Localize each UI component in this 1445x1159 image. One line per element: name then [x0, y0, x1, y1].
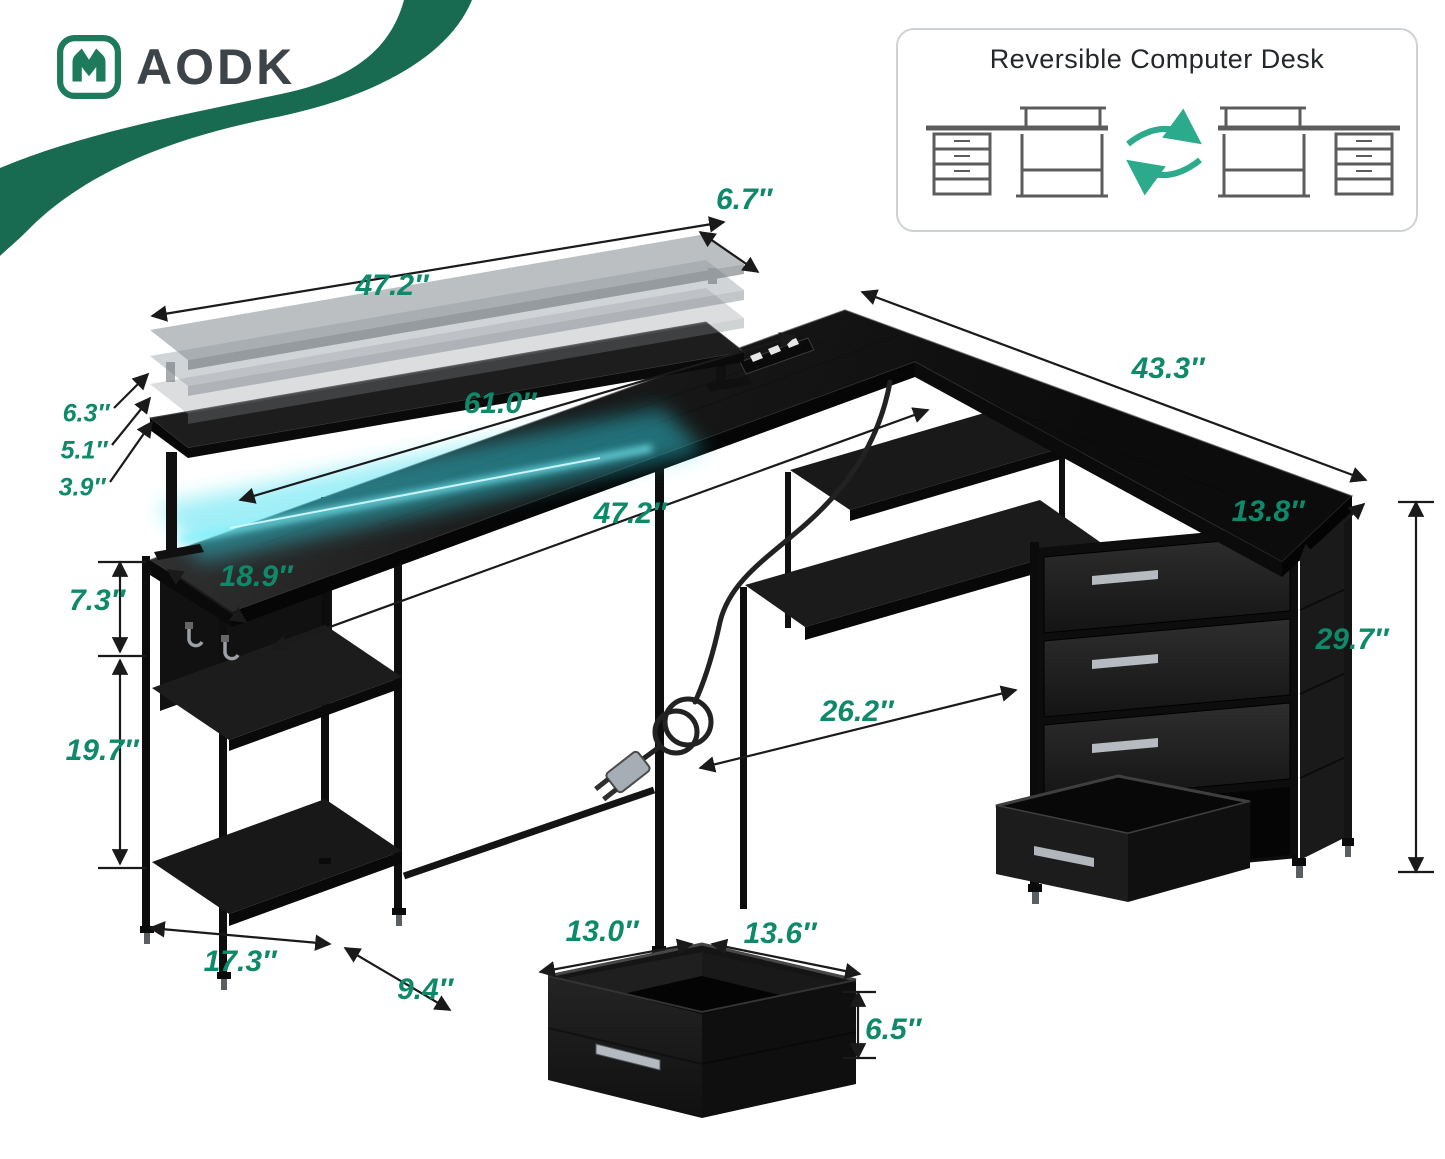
dim-main-desk-length: 61.0″ — [463, 387, 537, 420]
power-plug — [594, 750, 651, 802]
info-box-title: Reversible Computer Desk — [989, 44, 1325, 74]
swap-arrows-icon — [1126, 108, 1202, 196]
dim-upper-shelf-gap: 7.3″ — [68, 584, 126, 617]
dim-shelf-length: 47.2″ — [355, 269, 429, 302]
brand-logo-text: AODK — [136, 39, 296, 95]
dim-drawer-tower-height: 29.7″ — [1315, 623, 1389, 656]
mini-desk-right — [1218, 108, 1400, 196]
dim-corner-shelf-length: 26.2″ — [820, 695, 894, 728]
open-drawer — [995, 774, 1251, 902]
mini-desk-left — [926, 108, 1108, 196]
dim-right-desk-length: 43.3″ — [1131, 352, 1205, 385]
brand-swoosh — [0, 0, 472, 256]
dim-lower-shelf-gap: 19.7″ — [65, 734, 139, 767]
dim-left-shelf-width: 17.3″ — [203, 945, 277, 978]
dim-riser-height-mid: 5.1″ — [60, 436, 108, 465]
dim-drawer-depth: 13.6″ — [743, 917, 817, 950]
drawer-tower — [1028, 498, 1354, 904]
dim-left-shelf-depth: 9.4″ — [396, 973, 454, 1006]
dim-main-desk-depth: 18.9″ — [219, 560, 293, 593]
dimension-lines — [98, 216, 1434, 1060]
dim-drawer-height: 6.5″ — [864, 1013, 922, 1046]
dim-shelf-depth: 6.7″ — [715, 183, 773, 216]
dim-right-desk-depth: 13.8″ — [1231, 495, 1305, 528]
dim-riser-height-high: 6.3″ — [62, 399, 110, 428]
fabric-drawer-box — [547, 942, 857, 1118]
dim-drawer-width: 13.0″ — [565, 915, 639, 948]
dim-riser-height-low: 3.9″ — [58, 473, 106, 502]
hooks — [185, 622, 240, 661]
brand-logo: AODK — [56, 34, 295, 100]
brand-logo-icon — [57, 35, 121, 99]
dim-main-desk-front: 47.2″ — [593, 497, 667, 530]
